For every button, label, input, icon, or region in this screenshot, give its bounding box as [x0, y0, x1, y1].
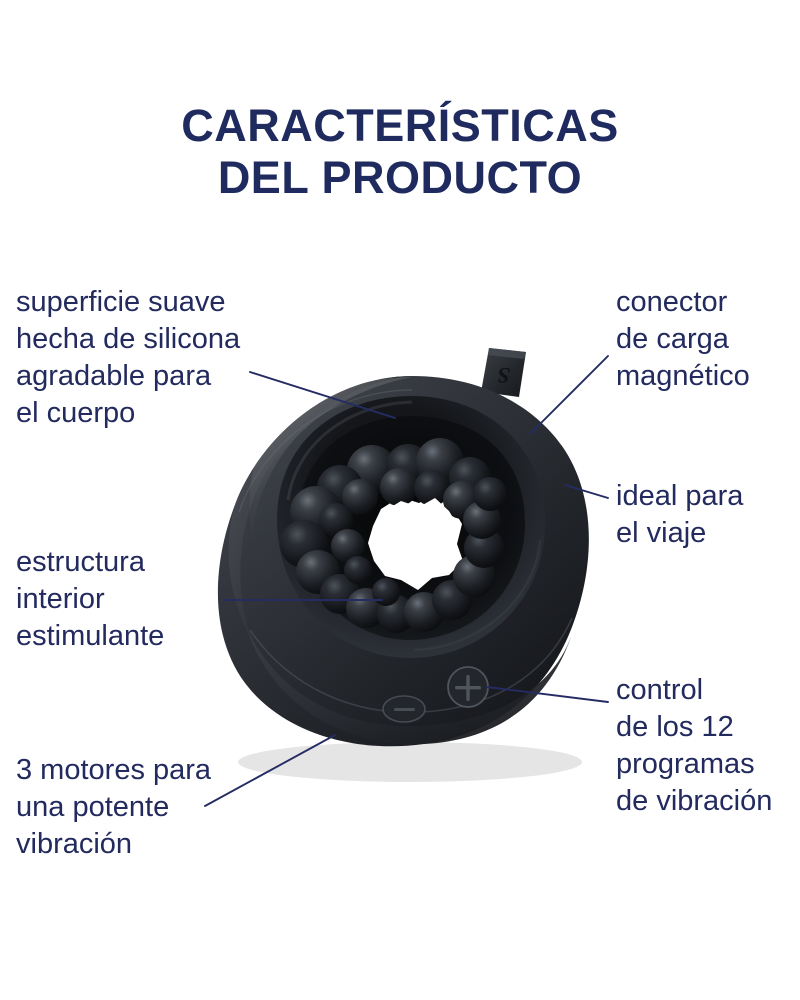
plus-button[interactable]: [447, 666, 489, 708]
callout-label-surface: superficie suave hecha de silicona agrad…: [16, 286, 241, 429]
magnetic-charging-tab: S: [481, 348, 526, 397]
leader-line-motors: [204, 734, 336, 807]
page-title-line-1: CARACTERÍSTICAS: [181, 100, 619, 151]
leader-line-surface: [249, 371, 396, 419]
callout-label-control: control de los 12 programas de vibración: [616, 674, 773, 817]
page-title-line-2: DEL PRODUCTO: [217, 152, 583, 203]
page-title: CARACTERÍSTICAS DEL PRODUCTO: [0, 100, 800, 204]
bead-ring: [280, 438, 507, 633]
control-buttons: [382, 666, 489, 723]
callout-label-travel: ideal para el viaje: [616, 480, 744, 549]
leader-line-control: [486, 686, 609, 703]
leader-line-travel: [564, 484, 609, 499]
charging-tab-logo: S: [497, 363, 511, 389]
callout-label-connector: conector de carga magnético: [616, 286, 750, 392]
minus-button[interactable]: [382, 695, 426, 723]
callout-label-structure: estructura interior estimulante: [16, 546, 165, 652]
callout-label-motors: 3 motores para una potente vibración: [16, 754, 212, 860]
leader-line-connector: [529, 355, 609, 435]
